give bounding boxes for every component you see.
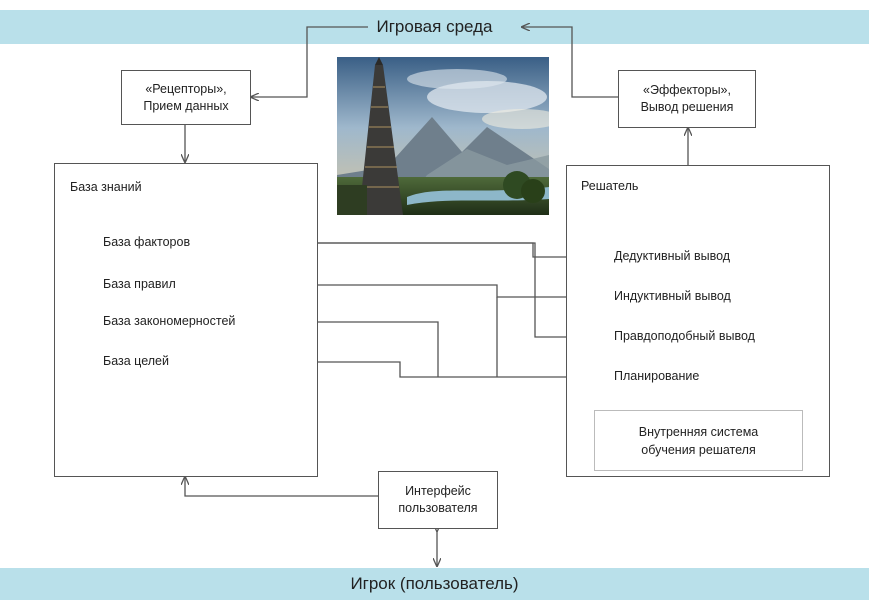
fantasy-landscape-image (337, 57, 549, 215)
effectors-label: «Эффекторы», Вывод решения (640, 83, 734, 114)
knowledge-base-title: База знаний (70, 180, 142, 194)
rules-base-label: База правил (103, 277, 176, 291)
game-environment-label: Игровая среда (376, 17, 493, 36)
knowledge-base-box: База знаний (54, 163, 318, 477)
receptors-label: «Рецепторы», Прием данных (143, 81, 229, 113)
solver-learning-system-box: Внутренняя система обучения решателя (594, 410, 803, 471)
user-interface-label: Интерфейс пользователя (398, 484, 478, 515)
deductive-output-label: Дедуктивный вывод (614, 249, 731, 263)
receptors-box: «Рецепторы», Прием данных (121, 70, 251, 125)
effectors-box: «Эффекторы», Вывод решения (618, 70, 756, 128)
planning-output-label: Планирование (614, 369, 700, 383)
user-interface-box: Интерфейс пользователя (378, 471, 498, 529)
plausible-output-label: Правдоподобный вывод (614, 329, 755, 343)
game-environment-band: Игровая среда (0, 10, 869, 44)
solver-learning-system-label: Внутренняя система обучения решателя (638, 424, 759, 457)
player-band: Игрок (пользователь) (0, 568, 869, 600)
player-label: Игрок (пользователь) (350, 574, 519, 593)
goals-base-label: База целей (103, 354, 169, 368)
inductive-output-label: Индуктивный вывод (614, 289, 731, 303)
patterns-base-label: База закономерностей (103, 314, 236, 328)
factors-base-label: База факторов (103, 235, 191, 249)
solver-title: Решатель (581, 179, 639, 193)
